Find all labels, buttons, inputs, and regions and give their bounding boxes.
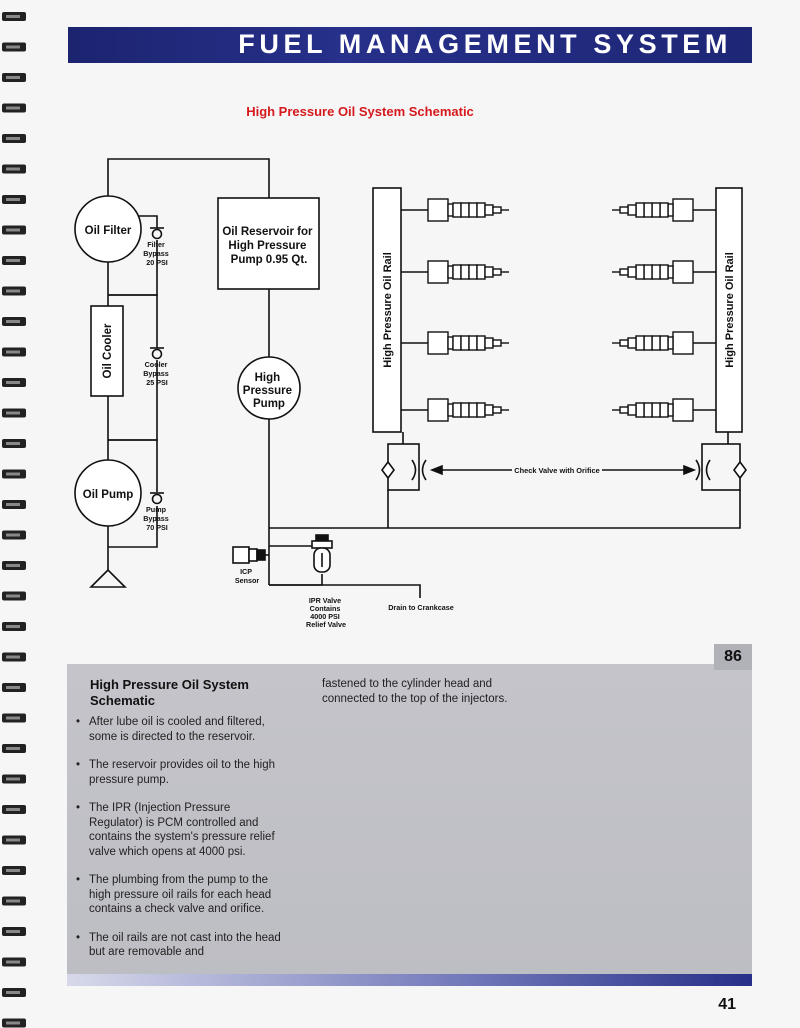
bullet-item: •After lube oil is cooled and filtered, … bbox=[76, 716, 265, 743]
hp-pump-label: High Pressure Pump bbox=[243, 372, 295, 410]
description-panel bbox=[67, 664, 752, 976]
injector bbox=[427, 198, 509, 222]
spiral-binding bbox=[2, 12, 26, 1028]
right-oil-rail bbox=[715, 187, 743, 433]
page-number: 41 bbox=[718, 996, 736, 1013]
left-rail-label: High Pressure Oil Rail bbox=[382, 252, 394, 368]
injector bbox=[427, 260, 509, 284]
injector bbox=[612, 260, 694, 284]
slide-number-tag: 86 bbox=[714, 644, 752, 670]
check-valve-label: Check Valve with Orifice bbox=[514, 466, 599, 475]
panel-heading: High Pressure Oil System Schematic bbox=[90, 677, 249, 708]
left-oil-rail bbox=[372, 187, 402, 433]
bullet-item: •The oil rails are not cast into the hea… bbox=[76, 931, 281, 959]
oil-cooler bbox=[90, 305, 124, 397]
icp-sensor-label: ICP Sensor bbox=[235, 567, 260, 585]
bullet-item: •The reservoir provides oil to the high … bbox=[76, 759, 276, 786]
injector bbox=[427, 331, 509, 355]
page-title: FUEL MANAGEMENT SYSTEM bbox=[238, 29, 732, 59]
injector bbox=[427, 398, 509, 422]
pump-bypass-valve bbox=[150, 492, 164, 505]
injector bbox=[612, 398, 694, 422]
panel-bottom-bar bbox=[67, 974, 752, 986]
description-right-column: fastened to the cylinder head and connec… bbox=[322, 677, 532, 706]
right-rail-label: High Pressure Oil Rail bbox=[724, 252, 736, 368]
sump-symbol bbox=[89, 568, 127, 588]
description-left-column: High Pressure Oil System Schematic •Afte… bbox=[76, 677, 286, 974]
injector bbox=[612, 198, 694, 222]
oil-cooler-label: Oil Cooler bbox=[102, 323, 114, 378]
oil-reservoir bbox=[217, 197, 320, 290]
high-pressure-pump bbox=[237, 356, 301, 420]
right-check-valve bbox=[695, 459, 747, 481]
drain-label: Drain to Crankcase bbox=[388, 603, 454, 612]
filter-bypass-label: Filter Bypass 20 PSI bbox=[143, 240, 171, 267]
oil-filter-label: Oil Filter bbox=[85, 225, 132, 237]
ipr-valve bbox=[311, 534, 333, 573]
bullet-item: •The plumbing from the pump to the high … bbox=[76, 874, 272, 915]
icp-sensor bbox=[232, 546, 266, 564]
pump-bypass-label: Pump Bypass 70 PSI bbox=[143, 505, 171, 532]
header-bar: FUEL MANAGEMENT SYSTEM bbox=[68, 27, 752, 63]
oil-filter bbox=[74, 195, 142, 263]
diagram-title: High Pressure Oil System Schematic bbox=[246, 104, 474, 119]
bullet-list: •After lube oil is cooled and filtered, … bbox=[76, 715, 286, 960]
cooler-bypass-valve bbox=[150, 347, 164, 360]
oil-system-schematic: Oil Filter Filter Bypass 20 PSI Oil Cool… bbox=[74, 158, 747, 629]
filter-bypass-valve bbox=[150, 227, 164, 240]
ipr-valve-label: IPR Valve Contains 4000 PSI Relief Valve bbox=[306, 596, 346, 629]
cooler-bypass-label: Cooler Bypass 25 PSI bbox=[143, 360, 171, 387]
left-check-valve bbox=[381, 459, 427, 481]
oil-pump-label: Oil Pump bbox=[83, 489, 133, 501]
bullet-item: •The IPR (Injection Pressure Regulator) … bbox=[76, 802, 275, 858]
reservoir-label: Oil Reservoir for High Pressure Pump 0.9… bbox=[222, 226, 315, 266]
oil-pump bbox=[74, 459, 142, 527]
injector bbox=[612, 331, 694, 355]
continuation-text: fastened to the cylinder head and connec… bbox=[322, 678, 508, 705]
return-line bbox=[107, 158, 270, 198]
